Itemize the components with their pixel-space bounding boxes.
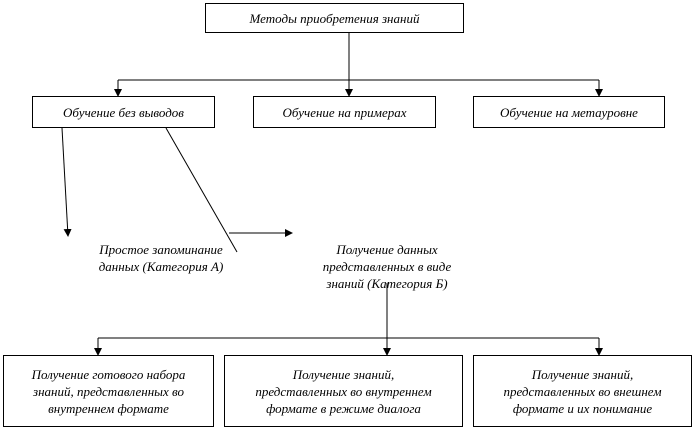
node-internal-format-dialog-label: Получение знаний, представленных во внут… — [255, 366, 432, 416]
node-external-format-understanding: Получение знаний, представленных во внеш… — [473, 355, 692, 427]
node-learning-from-examples-label: Обучение на примерах — [282, 104, 407, 120]
arrow-to-simple-memorization — [61, 127, 72, 237]
node-category-b-label: Получение данных представленных в виде з… — [322, 242, 452, 291]
node-learning-without-inference-label: Обучение без выводов — [63, 104, 184, 120]
node-ready-knowledge-set-label: Получение готового набора знаний, предст… — [31, 366, 186, 416]
node-external-format-understanding-label: Получение знаний, представленных во внеш… — [503, 366, 662, 416]
root-node: Методы приобретения знаний — [205, 3, 464, 33]
node-simple-memorization-label: Простое запоминание данных (Категория А) — [98, 242, 224, 274]
node-ready-knowledge-set: Получение готового набора знаний, предст… — [3, 355, 214, 427]
node-meta-level-learning-label: Обучение на метауровне — [500, 104, 638, 120]
diagonal-line — [165, 127, 238, 253]
node-meta-level-learning: Обучение на метауровне — [473, 96, 665, 128]
node-learning-without-inference: Обучение без выводов — [32, 96, 215, 128]
node-category-b: Получение данных представленных в виде з… — [302, 224, 472, 292]
node-internal-format-dialog: Получение знаний, представленных во внут… — [224, 355, 463, 427]
node-learning-from-examples: Обучение на примерах — [253, 96, 436, 128]
node-simple-memorization: Простое запоминание данных (Категория А) — [76, 224, 246, 275]
root-node-label: Методы приобретения знаний — [249, 10, 420, 26]
